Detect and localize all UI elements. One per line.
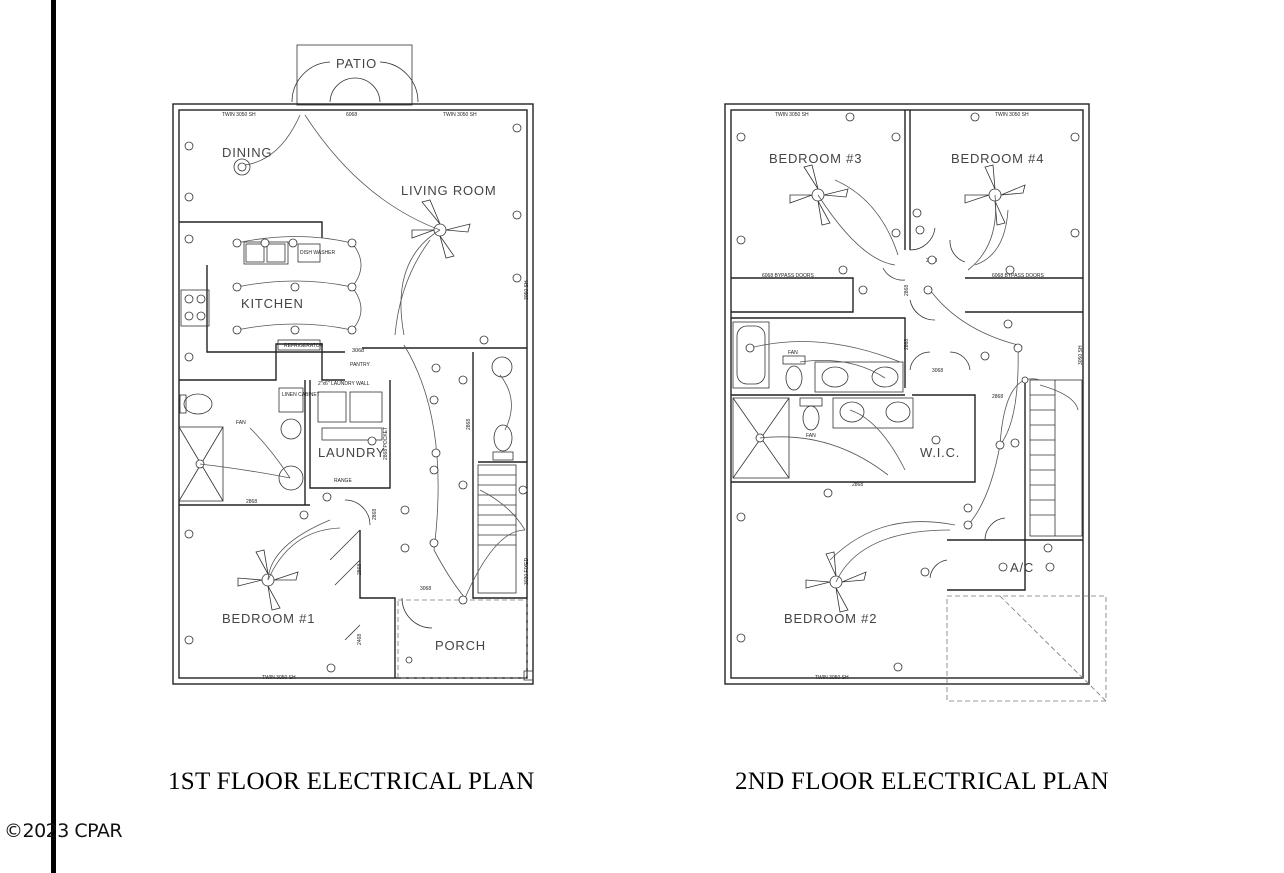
room-label-living-room: LIVING ROOM — [401, 183, 496, 198]
door-label: 3068 — [420, 586, 431, 592]
room-label-bedroom-2: BEDROOM #2 — [784, 611, 877, 626]
door-label: 2868 — [246, 499, 257, 505]
closet-door-label: 6068 BYPASS DOORS — [992, 273, 1045, 279]
door-label: 2868 POCKET — [383, 427, 389, 460]
second-floor-plan: TWIN 3050 SH TWIN 3050 SH 3050 SH TWIN 3… — [724, 103, 1107, 702]
second-floor-plan-title: 2ND FLOOR ELECTRICAL PLAN — [735, 768, 1109, 795]
closet-door-label: 6068 BYPASS DOORS — [762, 273, 815, 279]
door-label: 2868 — [992, 394, 1003, 400]
door-label: 6068 — [346, 112, 357, 118]
window-label: TWIN 3050 SH — [222, 112, 256, 118]
room-label-wic: W.I.C. — [920, 445, 960, 460]
room-label-bedroom-1: BEDROOM #1 — [222, 611, 315, 626]
door-label: 2868 — [466, 419, 472, 430]
room-label-patio: PATIO — [336, 56, 377, 71]
door-label: 3068 — [932, 368, 943, 374]
refrigerator-label: REFRIGERATOR — [284, 343, 324, 349]
pantry-label: PANTRY — [350, 362, 370, 368]
room-label-dining: DINING — [222, 145, 272, 160]
fan-label: FAN — [236, 420, 246, 426]
first-floor-plan-title: 1ST FLOOR ELECTRICAL PLAN — [168, 768, 535, 795]
range-label: RANGE — [334, 478, 352, 484]
room-label-bedroom-4: BEDROOM #4 — [951, 151, 1044, 166]
staircase — [477, 464, 517, 594]
door-label: 2868 — [372, 509, 378, 520]
ceiling-fan-icon — [411, 199, 471, 259]
receptacle-group — [184, 123, 528, 673]
left-border-bar — [51, 0, 56, 873]
room-label-porch: PORCH — [435, 638, 486, 653]
laundry-wall-label: 2"x6" LAUNDRY WALL — [318, 381, 370, 387]
room-label-laundry: LAUNDRY — [318, 445, 386, 460]
ceiling-fan-icon — [964, 164, 1026, 226]
door-label: 2868 — [904, 339, 910, 350]
door-label: 2468 — [357, 634, 363, 645]
linen-label: LINEN CABINET — [282, 392, 320, 398]
door-label: 3068 — [352, 348, 364, 354]
fan-label: FAN — [806, 433, 816, 439]
window-label: TWIN 3050 SH — [775, 112, 809, 118]
window-label: TWIN 3050 SH — [443, 112, 477, 118]
ceiling-fan-icon — [789, 164, 849, 226]
window-label: TWIN 3050 SH — [815, 675, 849, 681]
room-label-ac: A/C — [1010, 560, 1034, 575]
window-label: TWIN 3050 SH — [995, 112, 1029, 118]
dishwasher-label: DISH WASHER — [300, 250, 335, 256]
window-label: 3030 FIXED — [524, 557, 530, 585]
copyright-watermark: ©2023 CPAR — [4, 820, 123, 842]
staircase — [1029, 379, 1083, 537]
first-floor-plan: PATIO TWIN 3050 SH 6068 TWIN 3050 SH 305… — [172, 44, 534, 685]
room-label-kitchen: KITCHEN — [241, 296, 304, 311]
receptacle-group — [736, 112, 1080, 672]
ceiling-fan-icon — [805, 551, 867, 613]
fan-label: FAN — [788, 350, 798, 356]
window-label: 3050 SH — [524, 280, 530, 300]
window-label: TWIN 3050 SH — [262, 675, 296, 681]
window-label: 3050 SH — [1078, 345, 1084, 365]
door-label: 2868 — [904, 285, 910, 296]
door-label: 2868 — [357, 564, 363, 575]
room-label-bedroom-3: BEDROOM #3 — [769, 151, 862, 166]
door-label: 2868 — [852, 482, 863, 488]
